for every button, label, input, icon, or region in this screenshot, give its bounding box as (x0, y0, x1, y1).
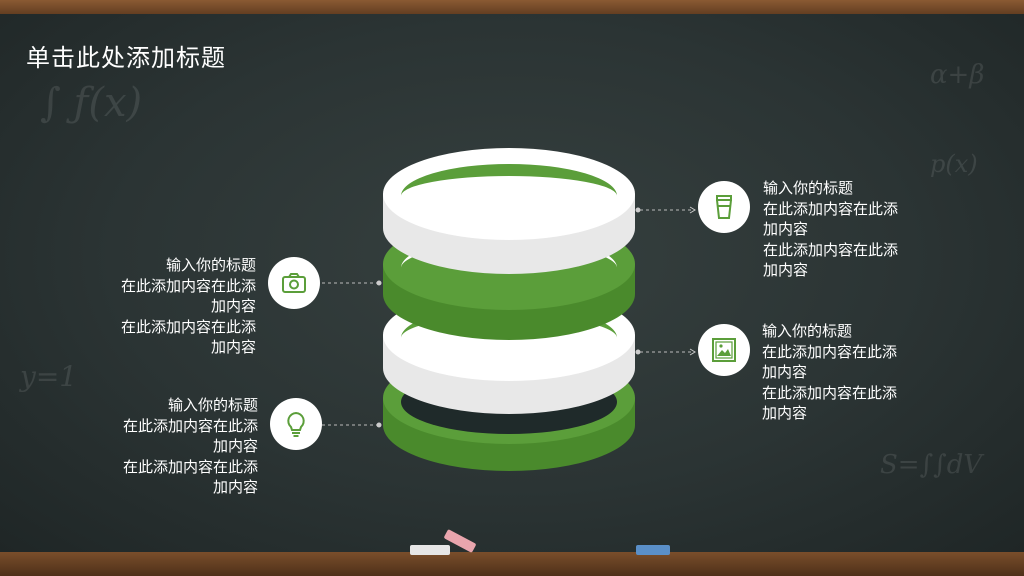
ring-1-white (383, 148, 635, 274)
wood-frame-bottom (0, 552, 1024, 576)
connector-left-2 (322, 422, 382, 428)
page-title[interactable]: 单击此处添加标题 (26, 44, 226, 72)
chalk-doodle: p(x) (930, 150, 978, 178)
block-heading: 输入你的标题 (167, 396, 258, 414)
block-body-line: 在此添加内容在此添 (763, 240, 899, 259)
text-block-right-1[interactable]: 输入你的标题 在此添加内容在此添 加内容 在此添加内容在此添 加内容 (763, 178, 898, 281)
block-body-line: 加内容 (762, 363, 808, 381)
block-body-line: 在此添加内容在此添 (762, 383, 898, 402)
block-body-line: 加内容 (763, 261, 809, 279)
block-body-line: 在此添加内容在此添 (122, 457, 258, 476)
cup-icon-circle[interactable] (698, 181, 750, 233)
block-body-line: 加内容 (212, 437, 258, 455)
block-body-line: 在此添加内容在此添 (763, 199, 899, 218)
chalk-white (410, 545, 450, 555)
chalk-doodle: ∫ ƒ(x) (40, 80, 143, 126)
lightbulb-icon-circle[interactable] (270, 398, 322, 450)
block-body-line: 在此添加内容在此添 (120, 317, 256, 336)
block-body-line: 加内容 (762, 404, 808, 422)
text-block-right-2[interactable]: 输入你的标题 在此添加内容在此添 加内容 在此添加内容在此添 加内容 (762, 321, 897, 424)
block-body-line: 在此添加内容在此添 (120, 276, 256, 295)
camera-icon-circle[interactable] (268, 257, 320, 309)
lightbulb-icon (287, 411, 305, 437)
chalk-doodle: y=1 (20, 360, 78, 393)
block-body-line: 在此添加内容在此添 (122, 416, 258, 435)
chalk-doodle: α+β (930, 60, 985, 90)
block-heading: 输入你的标题 (763, 179, 854, 197)
block-heading: 输入你的标题 (165, 256, 256, 274)
block-heading: 输入你的标题 (762, 322, 853, 340)
block-body-line: 在此添加内容在此添 (762, 342, 898, 361)
block-body-line: 加内容 (210, 297, 256, 315)
block-body-line: 加内容 (210, 338, 256, 356)
cup-icon (716, 195, 732, 219)
connector-left-1 (322, 280, 382, 286)
image-icon-circle[interactable] (698, 324, 750, 376)
connector-right-1 (635, 206, 696, 214)
camera-icon (282, 273, 306, 293)
image-icon (712, 338, 736, 362)
chalk-doodle: S=∫∫dV (880, 450, 983, 480)
text-block-left-1[interactable]: 输入你的标题 在此添加内容在此添 加内容 在此添加内容在此添 加内容 (121, 255, 256, 358)
block-body-line: 加内容 (212, 478, 258, 496)
block-body-line: 加内容 (763, 220, 809, 238)
chalk-blue (636, 545, 670, 555)
connector-right-2 (635, 348, 696, 356)
text-block-left-2[interactable]: 输入你的标题 在此添加内容在此添 加内容 在此添加内容在此添 加内容 (123, 395, 258, 498)
wood-frame-top (0, 0, 1024, 16)
